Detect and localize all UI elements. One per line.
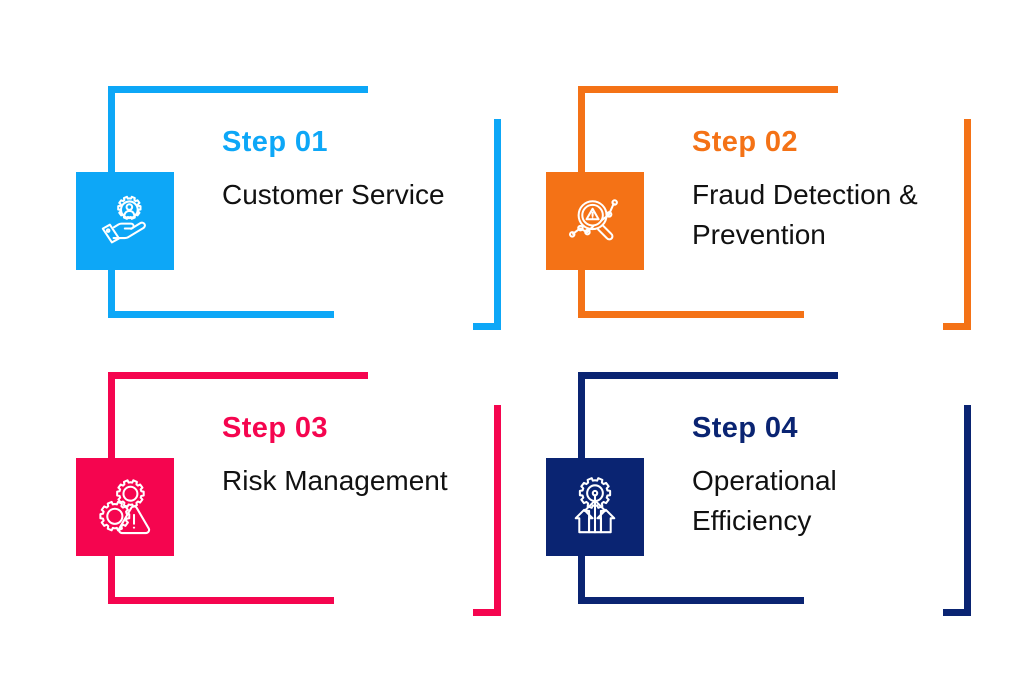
step-title: Risk Management (222, 465, 448, 496)
step-text-column: Step 03 Risk Management (222, 414, 522, 501)
bracket-top-arm (578, 86, 838, 93)
step-text-column: Step 01 Customer Service (222, 128, 522, 215)
bracket-top-arm (578, 372, 838, 379)
step-title: Customer Service (222, 179, 445, 210)
step-label: Step 03 (222, 412, 328, 444)
bracket-bottom-arm (108, 311, 334, 318)
closing-bracket-foot (943, 323, 971, 330)
hand-holding-user-gear-icon (94, 190, 156, 252)
bracket-top-arm (108, 86, 368, 93)
closing-bracket-2 (925, 100, 985, 340)
step-card-3[interactable]: Step 03 Risk Management (60, 366, 540, 666)
step-label: Step 01 (222, 126, 328, 158)
bracket-bottom-arm (108, 597, 334, 604)
bracket-bottom-arm (578, 311, 804, 318)
gears-warning-icon-tile[interactable] (76, 458, 174, 556)
step-card-1[interactable]: Step 01 Customer Service (60, 80, 540, 380)
closing-bracket-foot (473, 323, 501, 330)
closing-bracket-spine (964, 405, 971, 616)
gears-warning-icon (94, 476, 156, 538)
step-card-2[interactable]: Step 02 Fraud Detection & Prevention (530, 80, 1010, 380)
bracket-bottom-arm (578, 597, 804, 604)
step-label: Step 02 (692, 126, 798, 158)
gear-up-arrows-icon-tile[interactable] (546, 458, 644, 556)
step-text-column: Step 02 Fraud Detection & Prevention (692, 128, 992, 255)
magnifier-warning-chart-icon (564, 190, 626, 252)
step-title: Fraud Detection & Prevention (692, 179, 918, 251)
closing-bracket-3 (455, 386, 515, 626)
step-text-column: Step 04 Operational Efficiency (692, 414, 992, 541)
closing-bracket-1 (455, 100, 515, 340)
magnifier-warning-chart-icon-tile[interactable] (546, 172, 644, 270)
closing-bracket-foot (943, 609, 971, 616)
bracket-top-arm (108, 372, 368, 379)
hand-holding-user-gear-icon-tile[interactable] (76, 172, 174, 270)
closing-bracket-spine (964, 119, 971, 330)
closing-bracket-spine (494, 405, 501, 616)
step-card-4[interactable]: Step 04 Operational Efficiency (530, 366, 1010, 666)
closing-bracket-spine (494, 119, 501, 330)
closing-bracket-foot (473, 609, 501, 616)
step-label: Step 04 (692, 412, 798, 444)
closing-bracket-4 (925, 386, 985, 626)
gear-up-arrows-icon (564, 476, 626, 538)
step-title: Operational Efficiency (692, 465, 837, 537)
